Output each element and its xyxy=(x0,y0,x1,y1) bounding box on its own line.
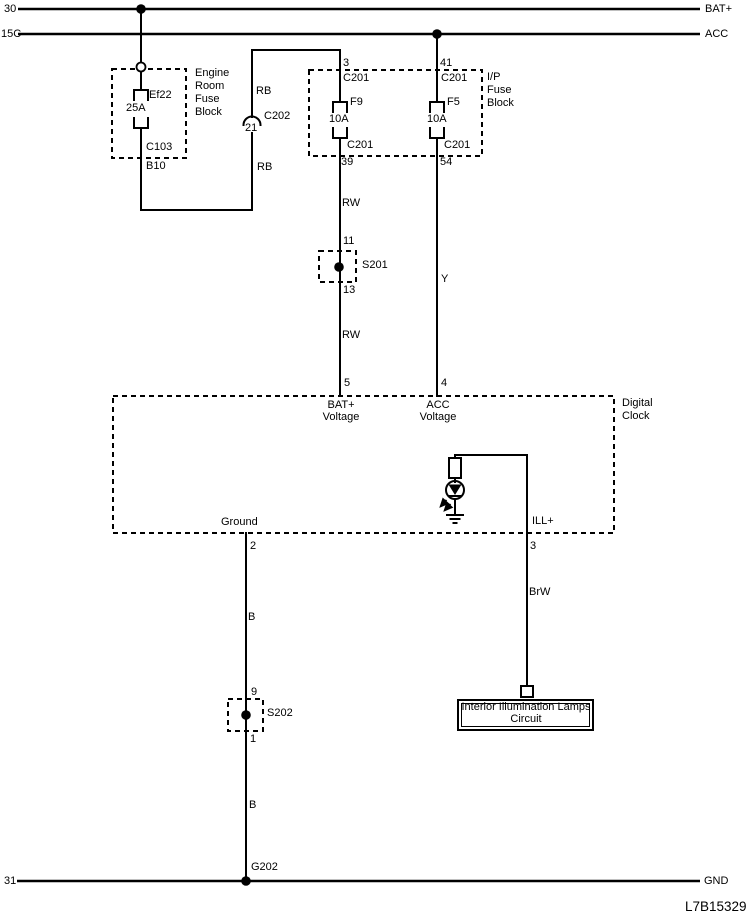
conn-c201-bl-label: C201 xyxy=(347,139,374,151)
clock-pin-5-function: BAT+ Voltage xyxy=(322,399,360,423)
wire-rb-upper xyxy=(251,49,341,118)
junction-dots xyxy=(136,4,442,886)
wire-rb-lower xyxy=(140,127,253,211)
clock-ill-label: ILL+ xyxy=(532,515,554,527)
resistor-icon xyxy=(448,457,462,479)
component-boxes xyxy=(111,68,615,732)
fuse-f5-rating: 10A xyxy=(427,113,447,125)
clock-pin-3-label: 3 xyxy=(530,540,537,552)
clock-pin-5-label: 5 xyxy=(344,377,351,389)
connector-c202-icon xyxy=(242,115,262,127)
splice-s201-dot xyxy=(334,262,344,272)
clock-pin-4-label: 4 xyxy=(441,377,448,389)
led-icon xyxy=(439,480,465,512)
fuse-f9-icon xyxy=(332,101,348,139)
splice-s202-label: S202 xyxy=(267,707,293,719)
ground-g202-label: G202 xyxy=(251,861,278,873)
splice-s201-label: S201 xyxy=(362,259,388,271)
wire-ill xyxy=(454,454,528,687)
pin-3-top-label: 3 xyxy=(343,57,350,69)
doc-number: L7B15329 xyxy=(685,899,747,914)
connector-c202-pin: 21 xyxy=(245,122,258,134)
wire-rb-upper-label: RB xyxy=(256,85,272,97)
splice-s202-box xyxy=(227,698,264,732)
digital-clock-box xyxy=(112,395,615,534)
connector-terminal-circle-icon xyxy=(135,61,147,73)
splice-s201-box xyxy=(318,250,357,283)
interior-illumination-lamps-title: Interior Illumination Lamps Circuit xyxy=(461,701,591,725)
rail-30-label: 30 xyxy=(4,3,17,15)
fuse-f5-name: F5 xyxy=(447,96,460,108)
power-rails xyxy=(17,7,700,883)
ip-fuse-block-title: I/P Fuse Block xyxy=(487,71,514,109)
junction-dot-g202 xyxy=(241,876,251,886)
splice-s202-dot xyxy=(241,710,251,720)
clock-internal-circuit xyxy=(439,457,465,524)
fuse-f9-rating: 10A xyxy=(329,113,349,125)
engine-room-fuse-block-box xyxy=(111,68,187,159)
conn-c201-tl-label: C201 xyxy=(343,72,370,84)
connector-square-icon xyxy=(520,685,534,698)
pin-39-label: 39 xyxy=(341,156,354,168)
wire-brw-label: BrW xyxy=(529,586,551,598)
junction-dot-acc xyxy=(432,29,442,39)
fuse-ef22-rating: 25A xyxy=(126,102,146,114)
clock-pin-4-function: ACC Voltage xyxy=(419,399,457,423)
rail-bat-label: BAT+ xyxy=(705,3,733,15)
conn-c201-tr-label: C201 xyxy=(441,72,468,84)
digital-clock-title: Digital Clock xyxy=(622,397,653,422)
pin-b10-label: B10 xyxy=(146,160,166,172)
fuse-f5-icon xyxy=(429,101,445,139)
chassis-ground-icon xyxy=(446,514,464,524)
engine-room-fuse-block-title: Engine Room Fuse Block xyxy=(195,67,230,118)
wire-rw-upper-label: RW xyxy=(342,197,361,209)
rail-acc-label: ACC xyxy=(705,28,729,40)
s202-pin-1-label: 1 xyxy=(250,733,257,745)
clock-pin-2-label: 2 xyxy=(250,540,257,552)
pin-41-top-label: 41 xyxy=(440,57,453,69)
conn-c201-br-label: C201 xyxy=(444,139,471,151)
wire-rb-lower-label: RB xyxy=(257,161,273,173)
s201-pin-13-label: 13 xyxy=(343,284,356,296)
rail-31-label: 31 xyxy=(4,875,17,887)
clock-ground-label: Ground xyxy=(221,516,258,528)
fuse-symbols xyxy=(133,89,445,139)
connector-c103-label: C103 xyxy=(146,141,173,153)
pin-54-label: 54 xyxy=(440,156,453,168)
junction-dot-bat xyxy=(136,4,146,14)
wire-b-upper-label: B xyxy=(248,611,256,623)
wire-y-label: Y xyxy=(441,273,449,285)
connector-c202-label: C202 xyxy=(264,110,291,122)
wire-rw-lower-label: RW xyxy=(342,329,361,341)
ip-fuse-block-box xyxy=(308,69,483,157)
rail-15c-label: 15C xyxy=(1,28,22,40)
fuse-ef22-icon xyxy=(133,89,149,129)
fuse-f9-name: F9 xyxy=(350,96,363,108)
wire-b-lower-label: B xyxy=(249,799,257,811)
rail-gnd-label: GND xyxy=(704,875,729,887)
fuse-ef22-name: Ef22 xyxy=(149,89,172,101)
s202-pin-9-label: 9 xyxy=(251,686,258,698)
s201-pin-11-label: 11 xyxy=(343,235,355,247)
interior-illumination-lamps-box xyxy=(457,685,594,731)
